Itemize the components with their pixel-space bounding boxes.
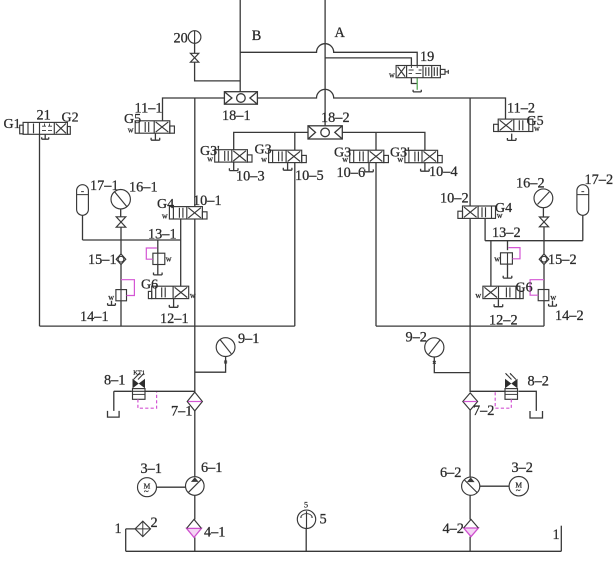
svg-text:16–2: 16–2 — [516, 176, 545, 192]
svg-text:G5: G5 — [124, 112, 141, 127]
svg-text:10–4: 10–4 — [429, 164, 458, 180]
svg-text:w: w — [342, 155, 348, 164]
svg-text:1: 1 — [115, 521, 122, 537]
svg-text:w: w — [497, 211, 503, 220]
svg-text:w: w — [534, 124, 540, 133]
svg-text:w: w — [397, 155, 403, 164]
svg-text:w: w — [190, 291, 196, 300]
svg-text:w: w — [494, 255, 500, 264]
svg-text:~: ~ — [516, 485, 521, 495]
svg-text:G4: G4 — [157, 197, 174, 212]
svg-text:20: 20 — [174, 31, 188, 47]
svg-text:17–1: 17–1 — [90, 178, 119, 194]
svg-text:1: 1 — [553, 527, 560, 543]
svg-text:3–2: 3–2 — [512, 460, 533, 476]
svg-text:B: B — [252, 28, 262, 44]
svg-text:18–2: 18–2 — [321, 110, 350, 126]
svg-text:6–1: 6–1 — [201, 460, 222, 476]
svg-text:4–2: 4–2 — [443, 521, 464, 537]
svg-text:5: 5 — [320, 512, 327, 528]
svg-text:G3': G3' — [390, 146, 410, 161]
svg-text:w: w — [550, 293, 556, 302]
svg-text:w: w — [128, 126, 134, 135]
svg-text:5: 5 — [304, 501, 308, 510]
svg-text:G5: G5 — [527, 114, 544, 129]
svg-text:G1: G1 — [4, 117, 21, 132]
svg-text:2: 2 — [151, 515, 158, 531]
svg-text:G2: G2 — [62, 111, 79, 126]
svg-text:G3': G3' — [200, 144, 220, 159]
svg-text:18–1: 18–1 — [222, 108, 251, 124]
svg-text:G6: G6 — [516, 281, 533, 296]
svg-text:10–6: 10–6 — [337, 165, 366, 181]
svg-text:9–2: 9–2 — [406, 330, 427, 346]
svg-text:w: w — [475, 291, 481, 300]
svg-text:10–5: 10–5 — [295, 168, 324, 184]
svg-text:KT1: KT1 — [133, 370, 145, 377]
svg-text:w: w — [108, 293, 114, 302]
svg-text:13–2: 13–2 — [492, 225, 521, 241]
svg-text:12–1: 12–1 — [160, 311, 189, 327]
svg-text:19: 19 — [420, 49, 434, 65]
svg-text:13–1: 13–1 — [148, 227, 177, 243]
svg-text:4–1: 4–1 — [204, 525, 225, 541]
svg-text:10–1: 10–1 — [193, 193, 222, 209]
svg-text:16–1: 16–1 — [129, 180, 158, 196]
svg-text:G6: G6 — [141, 278, 158, 293]
svg-text:G3: G3 — [255, 143, 272, 158]
svg-text:21: 21 — [37, 108, 51, 124]
svg-text:w: w — [389, 71, 395, 80]
svg-text:6–2: 6–2 — [440, 465, 461, 481]
svg-text:12–2: 12–2 — [489, 313, 518, 329]
svg-text:14–1: 14–1 — [80, 309, 109, 325]
svg-text:w: w — [166, 255, 172, 264]
svg-text:w: w — [261, 155, 267, 164]
svg-text:11–2: 11–2 — [507, 101, 535, 117]
svg-text:17–2: 17–2 — [585, 172, 614, 188]
svg-text:M: M — [144, 481, 151, 490]
svg-text:14–2: 14–2 — [555, 308, 584, 324]
svg-text:9–1: 9–1 — [238, 331, 259, 347]
svg-text:8–1: 8–1 — [104, 373, 125, 389]
svg-text:15–1: 15–1 — [88, 252, 117, 268]
svg-text:G3: G3 — [334, 146, 351, 161]
svg-text:11–1: 11–1 — [135, 101, 163, 117]
svg-text:10–3: 10–3 — [236, 169, 265, 185]
svg-text:10–2: 10–2 — [440, 191, 469, 207]
svg-text:7–1: 7–1 — [171, 404, 192, 420]
svg-text:15–2: 15–2 — [548, 252, 577, 268]
svg-text:8–2: 8–2 — [528, 374, 549, 390]
svg-text:~: ~ — [144, 486, 149, 496]
svg-text:w: w — [207, 155, 213, 164]
svg-text:M: M — [515, 480, 522, 489]
svg-text:G4: G4 — [495, 201, 512, 216]
svg-text:7–2: 7–2 — [473, 403, 494, 419]
svg-text:w: w — [162, 212, 168, 221]
svg-text:3–1: 3–1 — [141, 461, 162, 477]
svg-text:A: A — [335, 25, 346, 41]
